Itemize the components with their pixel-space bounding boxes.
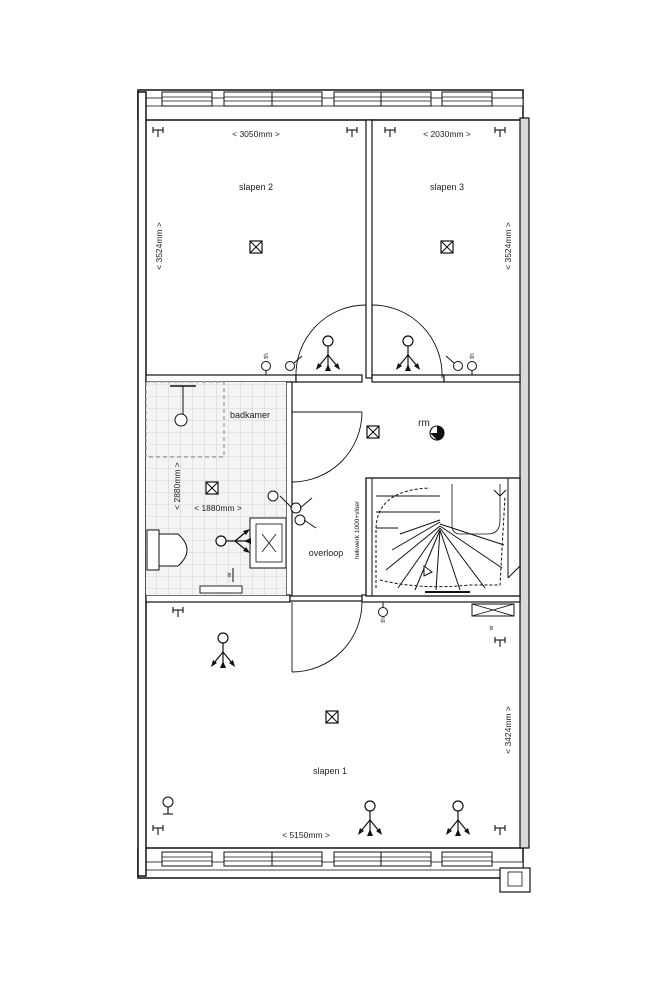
wall-light-icon bbox=[445, 800, 471, 837]
wall-light-icon bbox=[357, 800, 383, 837]
bathroom: badkamer < 2880mm > < 1880mm > w bbox=[145, 381, 287, 595]
wall-outlet-icon bbox=[494, 824, 506, 836]
room-label-landing: overloop bbox=[309, 548, 344, 558]
bedroom1-width-dimension: < 5150mm > bbox=[282, 830, 330, 840]
light-switch-icon bbox=[267, 490, 317, 529]
bedroom3-width-dimension: < 2030mm > bbox=[423, 129, 471, 139]
thermostat-icon: th bbox=[261, 353, 271, 375]
smoke-detector-icon: rm bbox=[418, 418, 445, 441]
wall-light-icon bbox=[210, 632, 236, 669]
bedroom-3: slapen 3 < 2030mm > < 3524mm > th bbox=[384, 126, 513, 375]
wall-light-icon bbox=[315, 335, 341, 372]
room-label-bedroom3: slapen 3 bbox=[430, 182, 464, 192]
interior-walls bbox=[145, 119, 521, 603]
sink-icon bbox=[249, 517, 287, 569]
wall-outlet-icon bbox=[285, 355, 303, 371]
svg-text:w: w bbox=[226, 572, 233, 578]
thermostat-icon: th bbox=[467, 353, 477, 375]
wall-outlet-icon bbox=[384, 126, 396, 138]
room-label-bedroom2: slapen 2 bbox=[239, 182, 273, 192]
wall-outlet-icon bbox=[494, 636, 506, 648]
ceiling-light-icon bbox=[366, 425, 380, 439]
svg-text:rm: rm bbox=[418, 418, 430, 429]
staircase bbox=[365, 477, 521, 597]
wall-switch-icon: w bbox=[226, 568, 234, 582]
ceiling-light-icon bbox=[440, 240, 454, 254]
towel-radiator bbox=[199, 585, 243, 594]
toilet-icon bbox=[146, 529, 188, 571]
svg-text:th: th bbox=[263, 353, 270, 359]
bathroom-width-dimension: < 1880mm > bbox=[194, 503, 242, 513]
bedroom1-depth-dimension: < 3424mm > bbox=[503, 706, 513, 754]
wall-outlet-icon bbox=[152, 824, 164, 836]
wall-outlet-icon bbox=[172, 606, 184, 618]
bedroom-2: slapen 2 < 3050mm > < 3524mm > th bbox=[152, 126, 358, 375]
ceiling-light-icon bbox=[205, 481, 219, 495]
svg-text:th: th bbox=[380, 617, 387, 623]
wall-light-icon bbox=[395, 335, 421, 372]
wall-outlet-icon bbox=[346, 126, 358, 138]
svg-text:th: th bbox=[469, 353, 476, 359]
svg-text:w: w bbox=[488, 625, 495, 631]
thermostat-icon: th bbox=[378, 602, 388, 623]
bedroom2-width-dimension: < 3050mm > bbox=[232, 129, 280, 139]
doors bbox=[291, 304, 443, 673]
shower-area bbox=[145, 381, 225, 458]
shower-icon bbox=[170, 385, 196, 427]
wall-outlet-icon bbox=[494, 126, 506, 138]
ceiling-light-icon bbox=[249, 240, 263, 254]
landing: overloop rm bbox=[267, 418, 445, 558]
wall-outlet-icon bbox=[162, 796, 174, 815]
wall-outlet-icon bbox=[445, 355, 463, 371]
wall-outlet-icon bbox=[152, 126, 164, 138]
railing-annotation: hekwerk 1000+vloer bbox=[354, 500, 361, 559]
bedroom2-depth-dimension: < 3524mm > bbox=[154, 222, 164, 270]
room-label-bathroom: badkamer bbox=[230, 410, 270, 420]
bathroom-depth-dimension: < 2880mm > bbox=[172, 462, 182, 510]
ceiling-light-icon bbox=[325, 710, 339, 724]
bedroom3-depth-dimension: < 3524mm > bbox=[503, 222, 513, 270]
bedroom-1: slapen 1 < 5150mm > < 3424mm > th w bbox=[152, 602, 515, 840]
room-label-bedroom1: slapen 1 bbox=[313, 766, 347, 776]
wall-switch-icon: w bbox=[471, 603, 515, 631]
